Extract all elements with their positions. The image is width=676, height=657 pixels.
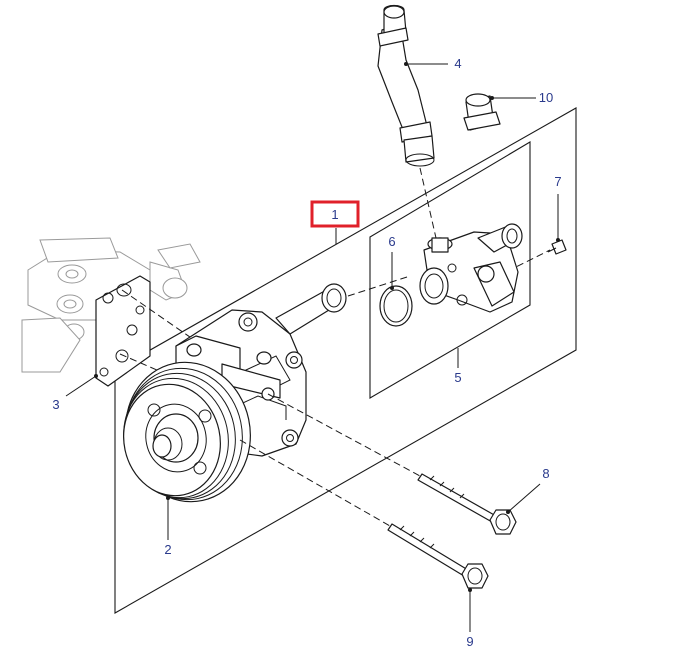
callout-9[interactable]: 9 <box>466 634 473 649</box>
callout-8[interactable]: 8 <box>542 466 549 481</box>
callout-4[interactable]: 4 <box>454 56 461 71</box>
hose-connector <box>463 93 501 131</box>
o-ring-seal <box>379 285 413 327</box>
bolt-7 <box>547 239 567 255</box>
callout-10[interactable]: 10 <box>539 90 553 105</box>
pump-pulley <box>123 361 251 503</box>
callout-5[interactable]: 5 <box>454 370 461 385</box>
bolt-9 <box>387 523 489 589</box>
housing-subframe <box>369 141 531 399</box>
callout-2[interactable]: 2 <box>164 542 171 557</box>
callout-7[interactable]: 7 <box>554 174 561 189</box>
callout-6[interactable]: 6 <box>388 234 395 249</box>
callout-1[interactable]: 1 <box>331 207 338 222</box>
callout-3[interactable]: 3 <box>52 397 59 412</box>
thermostat-housing <box>419 223 523 313</box>
bolt-8 <box>417 473 517 535</box>
assembly-frame <box>114 107 577 614</box>
callout-1-highlight <box>310 200 360 228</box>
engine-block-ghost <box>21 237 201 373</box>
coolant-hose <box>377 4 435 167</box>
